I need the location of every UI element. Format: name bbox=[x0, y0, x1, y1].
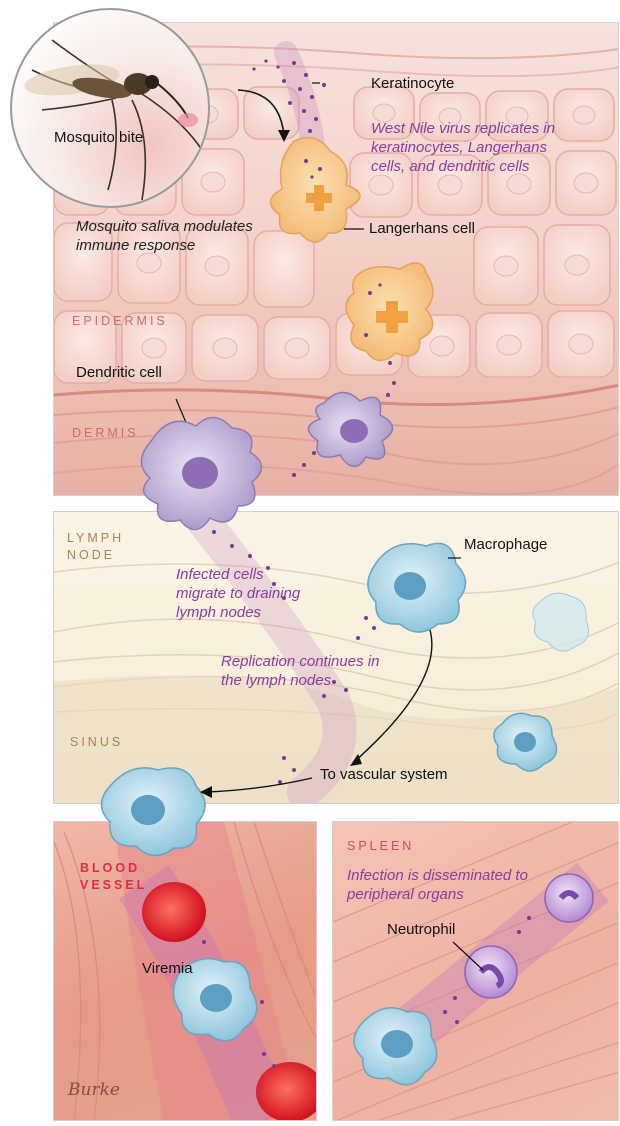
mosquito-icon bbox=[12, 10, 210, 208]
mosquito-bite-label: Mosquito bite bbox=[54, 128, 143, 147]
mosquito-bite-inset: Mosquito bite bbox=[10, 8, 210, 208]
